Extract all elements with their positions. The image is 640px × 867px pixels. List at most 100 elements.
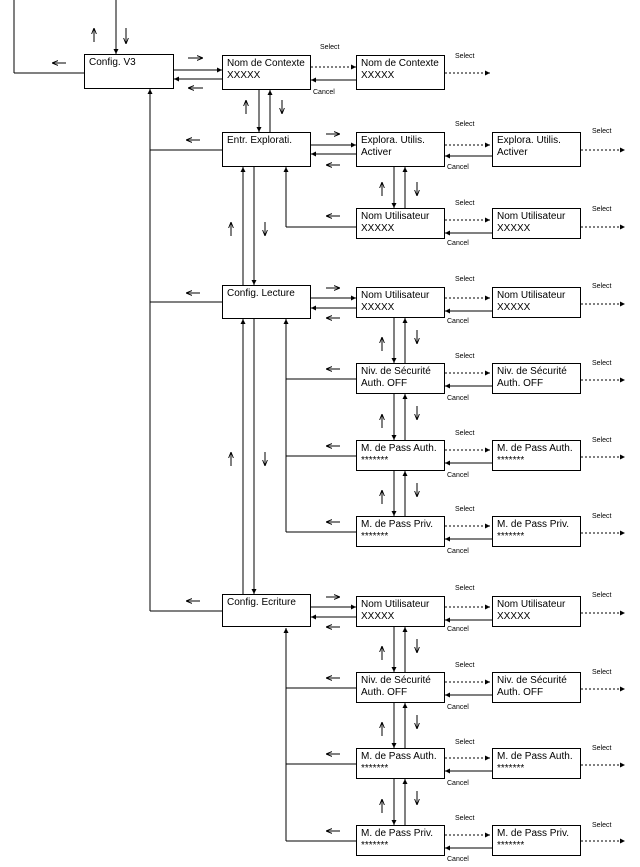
lecture-niv-securite-edit-box: Niv. de Sécurité Auth. OFF — [492, 363, 581, 394]
lecture-niv-securite-box: Niv. de Sécurité Auth. OFF — [356, 363, 445, 394]
box-value: XXXXX — [497, 302, 531, 313]
box-title: Niv. de Sécurité — [497, 675, 567, 686]
select-label: Select — [455, 506, 475, 513]
nom-contexte-edit-box: Nom de Contexte XXXXX — [356, 55, 445, 90]
box-title: M. de Pass Priv. — [361, 519, 434, 530]
select-label: Select — [455, 739, 475, 746]
config-ecriture-box: Config. Ecriture — [222, 594, 311, 627]
box-title: M. de Pass Auth. — [361, 443, 437, 454]
box-title: Config. Lecture — [227, 288, 295, 299]
direction-arrows — [52, 28, 417, 831]
select-label: Select — [455, 662, 475, 669]
box-title: M. de Pass Priv. — [497, 519, 570, 530]
explor-util-box: Explora. Utilis. Activer — [356, 132, 445, 167]
select-label: Select — [592, 128, 612, 135]
box-value: ******* — [497, 531, 525, 542]
explor-util-edit-box: Explora. Utilis. Activer — [492, 132, 581, 167]
select-label: Select — [455, 430, 475, 437]
select-label: Select — [455, 585, 475, 592]
select-label: Select — [592, 745, 612, 752]
ecriture-nom-util-box: Nom Utilisateur XXXXX — [356, 596, 445, 627]
box-title: Nom de Contexte — [361, 58, 439, 69]
select-label: Select — [592, 592, 612, 599]
select-label: Select — [320, 44, 340, 51]
box-value: Auth. OFF — [497, 687, 544, 698]
select-label: Select — [592, 513, 612, 520]
explor-nom-util-box: Nom Utilisateur XXXXX — [356, 208, 445, 239]
config-lecture-box: Config. Lecture — [222, 285, 311, 319]
box-value: ******* — [361, 840, 389, 851]
box-value: ******* — [497, 763, 525, 774]
box-value: ******* — [497, 455, 525, 466]
select-label: Select — [592, 360, 612, 367]
box-value: Activer — [497, 147, 528, 158]
select-label: Select — [455, 353, 475, 360]
lecture-pass-auth-box: M. de Pass Auth. ******* — [356, 440, 445, 471]
ecriture-pass-auth-box: M. de Pass Auth. ******* — [356, 748, 445, 779]
box-title: Niv. de Sécurité — [361, 366, 431, 377]
box-value: XXXXX — [361, 70, 395, 81]
box-title: M. de Pass Auth. — [361, 751, 437, 762]
config-v3-box: Config. V3 — [84, 54, 174, 89]
box-value: Auth. OFF — [361, 378, 408, 389]
cancel-label: Cancel — [447, 240, 469, 247]
ecriture-pass-auth-edit-box: M. de Pass Auth. ******* — [492, 748, 581, 779]
cancel-label: Cancel — [447, 164, 469, 171]
box-title: Entr. Explorati. — [227, 135, 293, 146]
lecture-pass-priv-edit-box: M. de Pass Priv. ******* — [492, 516, 581, 547]
box-title: M. de Pass Auth. — [497, 751, 573, 762]
box-title: M. de Pass Priv. — [497, 828, 570, 839]
select-label: Select — [455, 121, 475, 128]
box-value: XXXXX — [497, 611, 531, 622]
cancel-label: Cancel — [447, 395, 469, 402]
box-value: Auth. OFF — [361, 687, 408, 698]
box-value: ******* — [361, 763, 389, 774]
box-value: ******* — [361, 531, 389, 542]
cancel-label: Cancel — [447, 626, 469, 633]
box-value: Activer — [361, 147, 392, 158]
box-title: Nom Utilisateur — [361, 599, 430, 610]
box-value: XXXXX — [361, 223, 395, 234]
box-title: Explora. Utilis. — [497, 135, 561, 146]
box-title: Nom Utilisateur — [361, 290, 430, 301]
select-label: Select — [592, 822, 612, 829]
box-title: Explora. Utilis. — [361, 135, 425, 146]
box-title: M. de Pass Auth. — [497, 443, 573, 454]
cancel-label: Cancel — [447, 704, 469, 711]
cancel-label: Cancel — [313, 89, 335, 96]
box-value: Auth. OFF — [497, 378, 544, 389]
cancel-label: Cancel — [447, 472, 469, 479]
select-arrows — [311, 64, 625, 844]
nom-contexte-box: Nom de Contexte XXXXX — [222, 55, 311, 90]
explor-nom-util-edit-box: Nom Utilisateur XXXXX — [492, 208, 581, 239]
lecture-pass-priv-box: M. de Pass Priv. ******* — [356, 516, 445, 547]
box-value: XXXXX — [227, 70, 261, 81]
connector-lines — [13, 0, 492, 851]
box-title: Config. V3 — [89, 57, 136, 68]
box-title: M. de Pass Priv. — [361, 828, 434, 839]
ecriture-niv-securite-edit-box: Niv. de Sécurité Auth. OFF — [492, 672, 581, 703]
ecriture-niv-securite-box: Niv. de Sécurité Auth. OFF — [356, 672, 445, 703]
box-value: ******* — [497, 840, 525, 851]
box-value: XXXXX — [361, 611, 395, 622]
box-title: Nom Utilisateur — [361, 211, 430, 222]
cancel-label: Cancel — [447, 856, 469, 863]
ecriture-nom-util-edit-box: Nom Utilisateur XXXXX — [492, 596, 581, 627]
lecture-nom-util-box: Nom Utilisateur XXXXX — [356, 287, 445, 318]
select-label: Select — [455, 53, 475, 60]
box-title: Nom Utilisateur — [497, 211, 566, 222]
select-label: Select — [592, 669, 612, 676]
select-label: Select — [455, 200, 475, 207]
box-value: ******* — [361, 455, 389, 466]
select-label: Select — [455, 815, 475, 822]
box-title: Config. Ecriture — [227, 597, 296, 608]
select-label: Select — [455, 276, 475, 283]
select-label: Select — [592, 206, 612, 213]
select-label: Select — [592, 283, 612, 290]
box-value: XXXXX — [497, 223, 531, 234]
box-title: Niv. de Sécurité — [361, 675, 431, 686]
box-title: Nom Utilisateur — [497, 290, 566, 301]
ecriture-pass-priv-box: M. de Pass Priv. ******* — [356, 825, 445, 856]
cancel-label: Cancel — [447, 548, 469, 555]
